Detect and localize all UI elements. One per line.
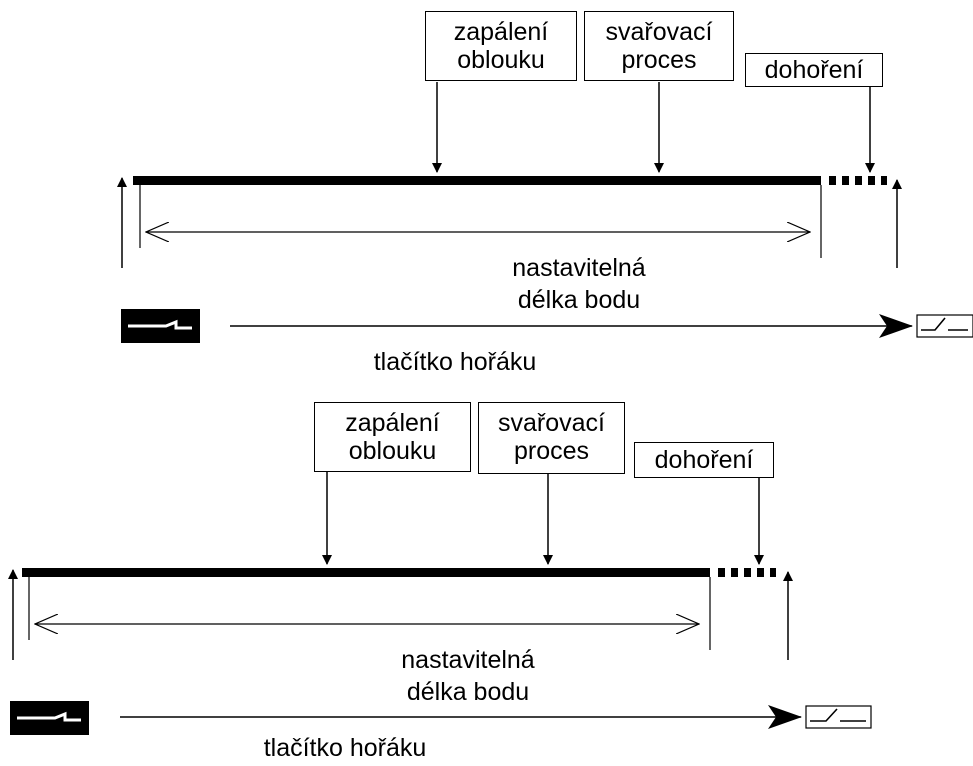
switch-closed-icon: [10, 701, 89, 735]
arc-ignition-label: zapálení oblouku: [453, 18, 549, 74]
welding-process-label: svařovací proces: [605, 18, 713, 74]
button-label: tlačítko hořáku: [263, 734, 427, 762]
welding-time-bar: [22, 568, 710, 577]
switch-open-icon: [916, 314, 973, 338]
diagram-1: [117, 82, 973, 343]
afterburn-box: dohoření: [745, 53, 883, 87]
arc-ignition-box: zapálení oblouku: [425, 11, 577, 81]
button-label: tlačítko hořáku: [373, 348, 537, 376]
switch-closed-icon: [121, 309, 200, 343]
afterburn-label: dohoření: [764, 56, 864, 84]
duration-label: nastavitelná délka bodu: [401, 646, 535, 706]
welding-process-label: svařovací proces: [498, 409, 605, 465]
switch-open-icon: [805, 705, 872, 729]
afterburn-label: dohoření: [654, 446, 754, 474]
afterburn-dashes: [718, 568, 776, 577]
welding-time-bar: [133, 176, 821, 185]
afterburn-dashes: [829, 176, 887, 185]
arc-ignition-box: zapálení oblouku: [314, 402, 471, 472]
diagram-2: [7, 472, 872, 735]
arc-ignition-label: zapálení oblouku: [345, 409, 440, 465]
duration-label: nastavitelná délka bodu: [512, 254, 646, 314]
welding-process-box: svařovací proces: [584, 11, 734, 81]
welding-process-box: svařovací proces: [478, 402, 625, 474]
afterburn-box: dohoření: [634, 442, 774, 478]
